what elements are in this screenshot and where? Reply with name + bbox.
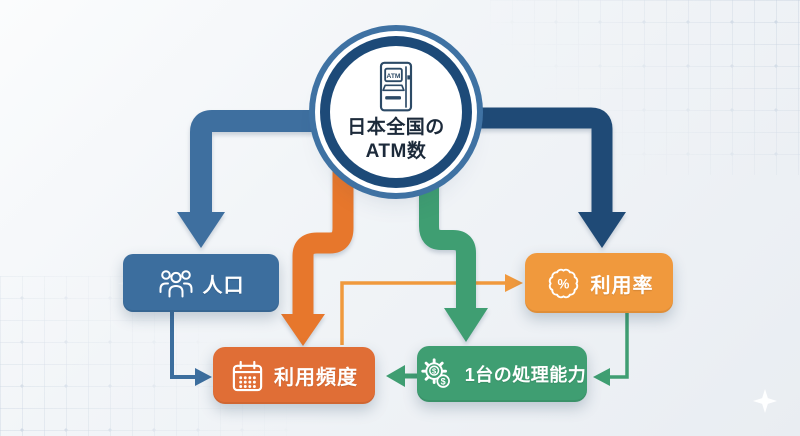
hub-title-line1: 日本全国の [347,117,445,139]
percent-badge-icon: % [548,268,578,298]
svg-text:ATM: ATM [387,73,401,80]
arrow-rate-to-capacity [593,311,629,386]
node-usage-rate: % 利用率 [525,253,673,313]
arrow-population-to-frequency [170,310,212,386]
atm-machine-icon: ATM [379,62,413,112]
svg-text:%: % [557,276,569,291]
hub-title-line2: ATM数 [365,141,427,162]
arrow-hub-to-rate [450,107,626,248]
node-usage-frequency: 利用頻度 [213,347,375,404]
people-icon [159,270,192,298]
node-label: 利用率 [590,274,654,297]
arrow-hub-to-capacity [419,150,488,342]
node-label: 人口 [202,274,245,297]
node-label: 1台の処理能力 [464,365,587,385]
arrow-hub-to-population [177,110,345,248]
gear-dollar-icon: $ $ [421,358,450,388]
arrow-hub-to-frequency [281,150,354,346]
node-population: 人口 [123,254,279,312]
arrow-capacity-to-frequency [386,365,417,387]
hub-title: 日本全国の ATM数 [347,116,445,164]
calendar-icon [232,360,263,391]
node-unit-capacity: $ $ 1台の処理能力 [417,346,587,402]
node-label: 利用頻度 [274,367,358,389]
arrow-frequency-to-rate [340,274,523,345]
svg-text:$: $ [432,367,437,376]
hub-atm-total: ATM 日本全国の ATM数 [330,46,462,178]
svg-text:$: $ [440,376,445,386]
